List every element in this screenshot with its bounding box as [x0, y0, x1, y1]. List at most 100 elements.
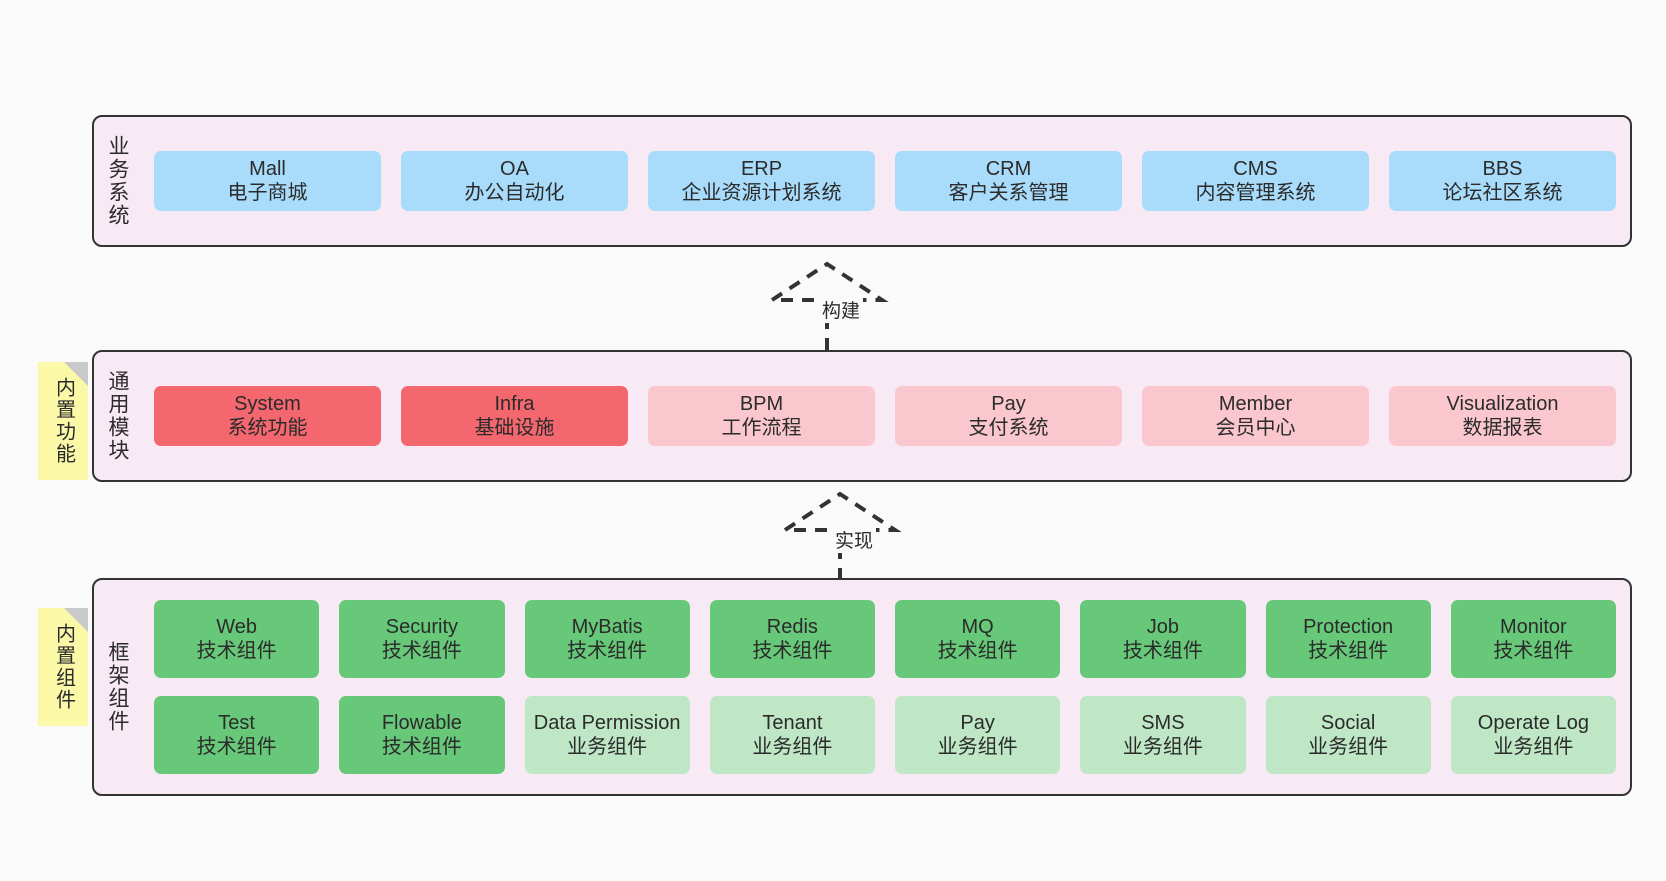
node-system[interactable]: System 系统功能: [154, 385, 381, 447]
node-member-cn: 会员中心: [1215, 417, 1296, 439]
layer-label-business-systems: 业务系统: [106, 135, 130, 227]
node-protection[interactable]: Protection 技术组件: [1265, 600, 1431, 678]
sticky-note-builtin-features-text: 内置功能: [52, 377, 75, 465]
node-tenant-cn: 业务组件: [752, 736, 833, 758]
layer-body-business-systems: Mall 电子商城 OA 办公自动化 ERP 企业资源计划系统 CRM 客户关系…: [140, 117, 1630, 245]
layer-common-modules: 通用模块 System 系统功能 Infra 基础设施 BPM 工作流程 Pay…: [92, 350, 1632, 482]
connector-implement-arrow: [778, 491, 902, 580]
node-pay-module-en: Pay: [991, 392, 1026, 415]
node-mall[interactable]: Mall 电子商城: [154, 150, 381, 212]
node-infra-cn: 基础设施: [474, 417, 555, 439]
node-crm[interactable]: CRM 客户关系管理: [895, 150, 1122, 212]
node-operate-log-en: Operate Log: [1477, 711, 1589, 734]
node-bpm[interactable]: BPM 工作流程: [648, 385, 875, 447]
node-job[interactable]: Job 技术组件: [1080, 600, 1246, 678]
node-visualization-en: Visualization: [1446, 392, 1559, 415]
node-protection-cn: 技术组件: [1308, 640, 1389, 662]
row-business-systems: Mall 电子商城 OA 办公自动化 ERP 企业资源计划系统 CRM 客户关系…: [154, 150, 1616, 212]
node-pay-component-cn: 业务组件: [937, 736, 1018, 758]
node-security[interactable]: Security 技术组件: [339, 600, 505, 678]
node-visualization[interactable]: Visualization 数据报表: [1389, 385, 1616, 447]
row-tech-components: Web 技术组件 Security 技术组件 MyBatis 技术组件 Redi…: [154, 600, 1616, 678]
node-data-permission[interactable]: Data Permission 业务组件: [524, 696, 690, 774]
node-security-en: Security: [385, 615, 458, 638]
node-system-cn: 系统功能: [227, 417, 308, 439]
node-data-permission-cn: 业务组件: [567, 736, 648, 758]
node-erp[interactable]: ERP 企业资源计划系统: [648, 150, 875, 212]
node-test[interactable]: Test 技术组件: [154, 696, 320, 774]
node-social-en: Social: [1320, 711, 1376, 734]
node-redis[interactable]: Redis 技术组件: [709, 600, 875, 678]
node-infra[interactable]: Infra 基础设施: [401, 385, 628, 447]
node-pay-module[interactable]: Pay 支付系统: [895, 385, 1122, 447]
node-operate-log[interactable]: Operate Log 业务组件: [1450, 696, 1616, 774]
node-cms[interactable]: CMS 内容管理系统: [1142, 150, 1369, 212]
node-protection-en: Protection: [1303, 615, 1394, 638]
node-oa-en: OA: [500, 157, 529, 180]
layer-label-framework-components: 框架组件: [106, 641, 130, 733]
node-web-en: Web: [216, 615, 257, 638]
layer-framework-components: 框架组件 Web 技术组件 Security 技术组件 MyBatis 技术组件…: [92, 578, 1632, 796]
node-bbs[interactable]: BBS 论坛社区系统: [1389, 150, 1616, 212]
node-oa[interactable]: OA 办公自动化: [401, 150, 628, 212]
connector-build-label: 构建: [819, 296, 864, 323]
node-mybatis[interactable]: MyBatis 技术组件: [524, 600, 690, 678]
node-redis-en: Redis: [766, 615, 818, 638]
node-member[interactable]: Member 会员中心: [1142, 385, 1369, 447]
node-monitor-en: Monitor: [1500, 615, 1567, 638]
node-bpm-en: BPM: [739, 392, 784, 415]
node-mq-en: MQ: [961, 615, 994, 638]
node-tenant-en: Tenant: [762, 711, 823, 734]
node-social-cn: 业务组件: [1308, 736, 1389, 758]
node-oa-cn: 办公自动化: [464, 182, 565, 204]
node-monitor-cn: 技术组件: [1493, 640, 1574, 662]
node-sms-en: SMS: [1141, 711, 1185, 734]
row-business-components: Test 技术组件 Flowable 技术组件 Data Permission …: [154, 696, 1616, 774]
node-crm-cn: 客户关系管理: [948, 182, 1069, 204]
node-pay-module-cn: 支付系统: [968, 417, 1049, 439]
row-common-modules: System 系统功能 Infra 基础设施 BPM 工作流程 Pay 支付系统…: [154, 385, 1616, 447]
node-erp-cn: 企业资源计划系统: [681, 182, 842, 204]
node-bbs-cn: 论坛社区系统: [1442, 182, 1563, 204]
node-mybatis-cn: 技术组件: [567, 640, 648, 662]
node-flowable[interactable]: Flowable 技术组件: [339, 696, 505, 774]
node-crm-en: CRM: [985, 157, 1032, 180]
node-erp-en: ERP: [740, 157, 783, 180]
node-web[interactable]: Web 技术组件: [154, 600, 320, 678]
node-pay-component[interactable]: Pay 业务组件: [895, 696, 1061, 774]
connector-build: 构建: [762, 261, 912, 350]
node-web-cn: 技术组件: [196, 640, 277, 662]
node-member-en: Member: [1218, 392, 1293, 415]
node-monitor[interactable]: Monitor 技术组件: [1450, 600, 1616, 678]
node-test-cn: 技术组件: [196, 736, 277, 758]
node-mq-cn: 技术组件: [937, 640, 1018, 662]
node-mq[interactable]: MQ 技术组件: [895, 600, 1061, 678]
node-mall-en: Mall: [249, 157, 286, 180]
node-job-cn: 技术组件: [1122, 640, 1203, 662]
node-social[interactable]: Social 业务组件: [1265, 696, 1431, 774]
node-mall-cn: 电子商城: [227, 182, 308, 204]
layer-body-common-modules: System 系统功能 Infra 基础设施 BPM 工作流程 Pay 支付系统…: [140, 352, 1630, 480]
node-sms-cn: 业务组件: [1122, 736, 1203, 758]
node-test-en: Test: [218, 711, 255, 734]
node-bpm-cn: 工作流程: [721, 417, 802, 439]
sticky-note-builtin-components: 内置组件: [38, 608, 88, 726]
node-tenant[interactable]: Tenant 业务组件: [709, 696, 875, 774]
connector-build-arrow: [765, 261, 889, 350]
node-flowable-cn: 技术组件: [381, 736, 462, 758]
layer-body-framework-components: Web 技术组件 Security 技术组件 MyBatis 技术组件 Redi…: [140, 580, 1630, 794]
node-security-cn: 技术组件: [381, 640, 462, 662]
node-cms-cn: 内容管理系统: [1195, 182, 1316, 204]
node-sms[interactable]: SMS 业务组件: [1080, 696, 1246, 774]
sticky-note-builtin-components-text: 内置组件: [52, 623, 75, 711]
layer-business-systems: 业务系统 Mall 电子商城 OA 办公自动化 ERP 企业资源计划系统 CRM…: [92, 115, 1632, 247]
layer-label-common-modules: 通用模块: [106, 370, 130, 462]
node-system-en: System: [234, 392, 301, 415]
node-flowable-en: Flowable: [381, 711, 462, 734]
node-pay-component-en: Pay: [960, 711, 995, 734]
node-cms-en: CMS: [1233, 157, 1278, 180]
node-visualization-cn: 数据报表: [1462, 417, 1543, 439]
node-infra-en: Infra: [494, 392, 535, 415]
sticky-note-builtin-features: 内置功能: [38, 362, 88, 480]
